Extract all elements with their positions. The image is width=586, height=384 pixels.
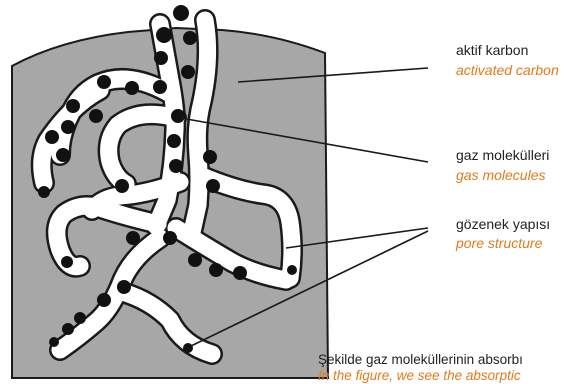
gas-molecule [171,109,185,123]
gas-molecule [183,31,197,45]
gas-molecule [56,148,70,162]
gas-molecule [38,186,50,198]
label-carbon-en: activated carbon [456,62,559,79]
gas-molecule [153,80,167,94]
gas-molecule [126,231,140,245]
caption-en: In the figure, we see the absorptic [318,367,521,384]
gas-molecule [169,159,183,173]
gas-molecule [125,81,139,95]
label-pore-tr: gözenek yapısı [456,216,550,233]
gas-molecule [115,179,129,193]
label-molecules-en: gas molecules [456,167,546,184]
gas-molecule [173,5,189,21]
gas-molecule [61,256,73,268]
gas-molecule [97,75,111,89]
gas-molecule [97,293,111,307]
gas-molecule [117,280,131,294]
gas-molecule [154,51,168,65]
label-molecules-tr: gaz molekülleri [456,147,549,164]
caption-tr: Şekilde gaz moleküllerinin absorbı [318,351,523,368]
label-carbon-tr: aktif karbon [456,42,528,59]
gas-molecule [181,65,195,79]
gas-molecule [89,109,103,123]
gas-molecule [45,130,59,144]
gas-molecule [209,263,223,277]
gas-molecule [61,120,75,134]
gas-molecule [74,312,86,324]
gas-molecule [66,99,80,113]
label-pore-en: pore structure [456,235,542,252]
gas-molecule [233,266,247,280]
gas-molecule [49,337,59,347]
gas-molecule [188,253,202,267]
gas-molecule [206,179,220,193]
gas-molecule [62,323,74,335]
gas-molecule [287,265,297,275]
gas-molecule [203,150,217,164]
gas-molecule [183,343,193,353]
gas-molecule [163,231,177,245]
gas-molecule [156,27,172,43]
gas-molecule [167,134,181,148]
